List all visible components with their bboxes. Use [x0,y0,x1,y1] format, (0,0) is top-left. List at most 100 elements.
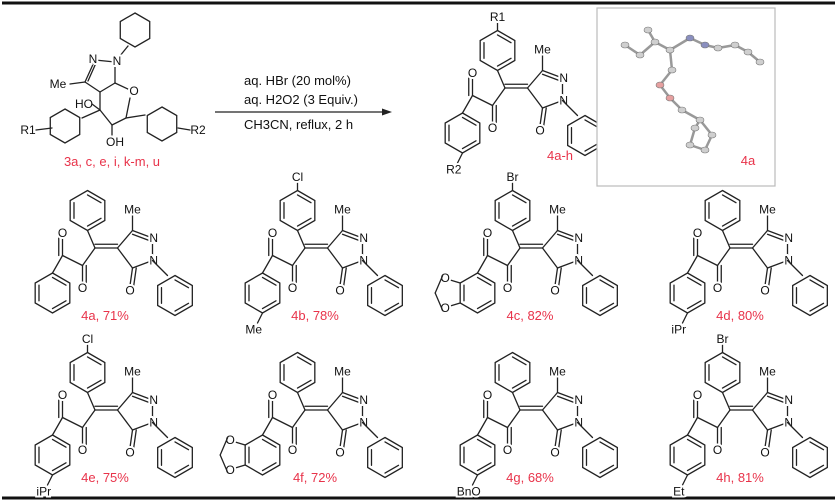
methyl-label: Me [334,202,351,216]
bottom-aryl-ring [34,272,71,314]
oxygen-label: O [760,446,769,460]
bond [125,114,146,119]
xray-atom [755,58,765,66]
para-substituent-top: Br [507,170,519,184]
bond [87,62,97,82]
double-bond [341,391,364,401]
nitrogen-label: N [149,231,158,245]
bond [506,247,521,267]
bottom-aryl-ring [459,272,496,314]
top-aryl-ring [69,351,106,394]
bond [116,391,134,411]
xray-atom [690,124,700,132]
oxygen-label: O [78,281,87,295]
bond [116,229,134,249]
oxygen-label: O [226,433,235,447]
top-aryl-ring [494,189,531,232]
aryl-ring-r1 [49,108,81,144]
bond [751,229,769,249]
bond [131,421,154,431]
nitrogen-label: N [113,54,122,68]
bond [486,254,509,267]
bond [447,302,461,308]
xray-atom [655,81,665,89]
methyl-label: Me [549,364,566,378]
bond [476,254,489,274]
bond [61,254,84,267]
bond [84,81,101,93]
bond [686,416,699,436]
oxygen-label: O [550,446,559,460]
bond [447,278,461,284]
bond [341,259,364,269]
compound-label: 4c, 82% [507,308,554,323]
nitrogen-label: N [89,52,98,66]
oxygen-label: O [288,281,297,295]
double-bond [129,429,134,449]
para-substituent-bottom: Me [245,322,262,336]
bond [116,409,134,431]
para-substituent-bottom: iPr [36,484,51,498]
bond [256,312,264,324]
bond [486,416,509,429]
n-phenyl-ring [582,436,618,479]
bond [496,69,506,89]
bond [526,69,544,89]
xray-label: 4a [741,153,756,168]
oxygen-label: O [693,388,702,402]
double-bond [339,267,344,287]
double-bond [133,429,137,449]
bond [94,59,116,63]
bond [716,409,731,429]
bond [151,259,169,277]
bond [46,474,54,486]
xray-atom [650,38,660,46]
double-bond [558,429,562,449]
bond [541,391,559,411]
bond [541,247,559,269]
nitrogen-label: N [149,393,158,407]
condition-3: CH3CN, reflux, 2 h [244,117,353,132]
bond [471,94,494,107]
bond [177,127,191,131]
double-bond [556,229,579,239]
n-phenyl-ring [792,436,828,479]
methyl-label: Me [759,364,776,378]
bond [261,416,274,436]
bond [91,103,101,111]
double-bond [131,229,154,239]
para-substituent-top: Cl [82,332,93,346]
bond [786,259,804,277]
methyl-label: Me [334,364,351,378]
bond [556,259,579,269]
oxygen-label: O [268,226,277,240]
oxygen-label: O [58,388,67,402]
double-bond [129,267,134,287]
bond [471,474,479,486]
bond [326,229,344,249]
bond [541,229,559,249]
bond [151,421,169,439]
compound-label: 4h, 81% [716,470,764,485]
xray-atom [707,131,717,139]
bond [361,421,379,439]
xray-atom [667,66,677,74]
bond [541,409,559,431]
double-bond [133,267,137,287]
top-aryl-ring [479,29,516,72]
nitrogen-label: N [559,71,568,85]
bond [81,109,101,119]
r2-label: R2 [190,123,206,137]
nitrogen-label: N [359,393,368,407]
methyl-label: Me [534,42,551,56]
n-phenyl-ring [567,114,603,157]
nitrogen-label: N [784,231,793,245]
double-bond [343,267,347,287]
oxygen-label: O [483,226,492,240]
